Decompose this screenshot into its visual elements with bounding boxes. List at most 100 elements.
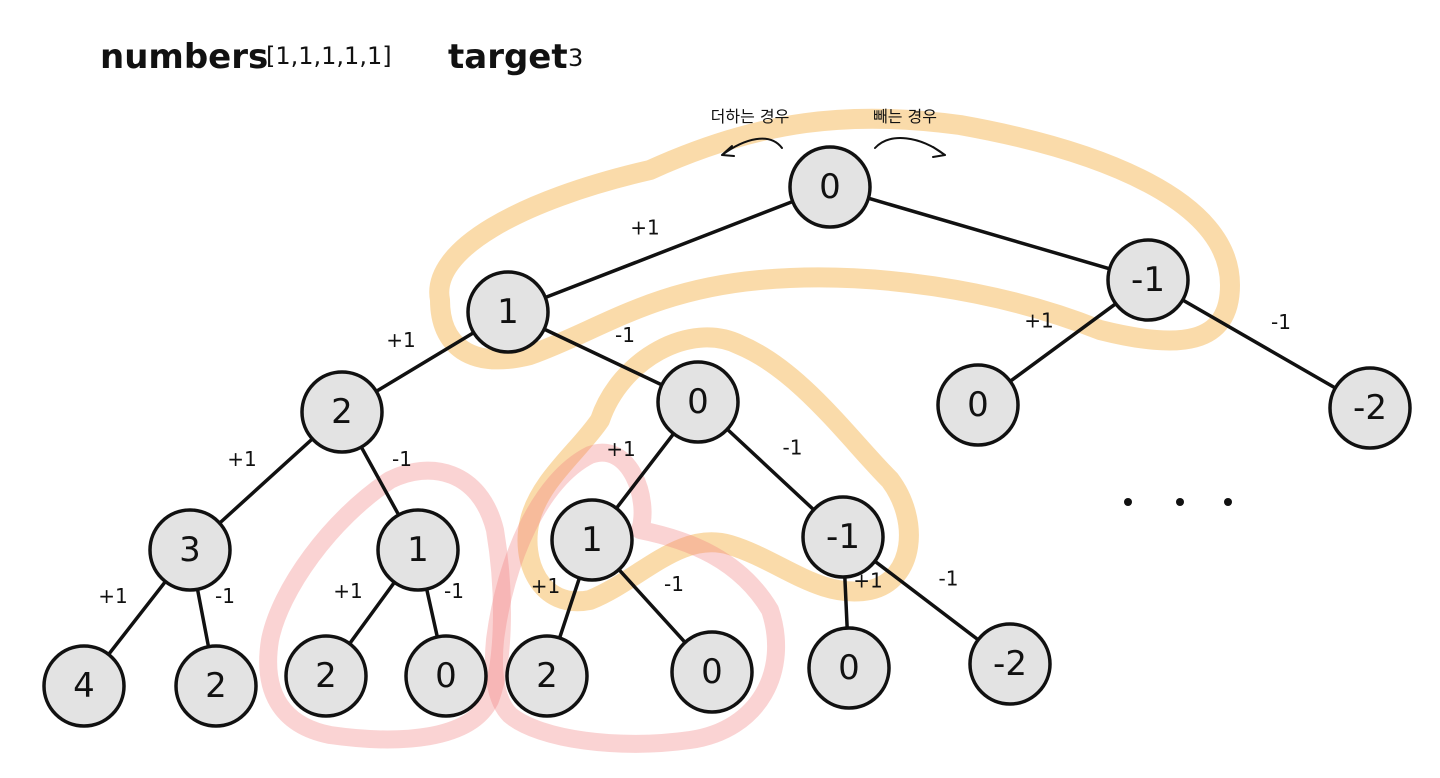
node-value: 2 <box>205 666 227 706</box>
node-circle <box>788 145 872 229</box>
edge-l3_b-l4_d <box>424 587 440 639</box>
edge-l1_minus-l2_d <box>1180 298 1338 390</box>
add-case-label: 더하는 경우 <box>711 107 790 126</box>
node-circle <box>284 634 368 718</box>
node-circle <box>466 270 550 354</box>
highlight-orange-mid <box>517 327 919 612</box>
edge-l2_a-l3_b <box>359 445 401 517</box>
edge-l2_b-l3_d <box>725 427 816 512</box>
highlight-red-right <box>484 443 786 753</box>
title-bar: numbers [1,1,1,1,1] target 3 <box>100 37 583 77</box>
edge-label: -1 <box>215 584 235 608</box>
numbers-value: [1,1,1,1,1] <box>266 42 392 70</box>
tree-node: 2 <box>174 644 258 728</box>
node-circle <box>968 622 1052 706</box>
highlight-layer <box>259 108 1240 753</box>
tree-node: 0 <box>404 634 488 718</box>
tree-node: 4 <box>42 644 126 728</box>
node-circle <box>801 495 885 579</box>
node-value: 2 <box>536 656 558 696</box>
node-value: 4 <box>73 666 95 706</box>
edge-l3_b-l4_c <box>347 580 397 646</box>
node-circle <box>404 634 488 718</box>
ellipsis-icon <box>1124 498 1232 506</box>
numbers-label: numbers <box>100 37 268 77</box>
edge-l2_b-l3_c <box>614 431 676 511</box>
node-value: 1 <box>407 530 429 570</box>
edge-label: -1 <box>664 572 684 596</box>
tree-node: 0 <box>788 145 872 229</box>
tree-node: 0 <box>936 363 1020 447</box>
node-circle <box>505 634 589 718</box>
node-value: 1 <box>497 292 519 332</box>
node-circle <box>550 498 634 582</box>
tree-node: -2 <box>1328 366 1412 450</box>
edge-label: +1 <box>98 584 127 608</box>
target-label: target <box>448 37 568 77</box>
edge-label: +1 <box>333 579 362 603</box>
edge-l3_c-l4_f <box>617 567 687 645</box>
node-circle <box>42 644 126 728</box>
subtract-case-label: 빼는 경우 <box>873 107 937 126</box>
arrow-left-icon <box>721 137 783 157</box>
node-value: 0 <box>435 656 457 696</box>
edge-l3_a-l4_a <box>106 579 168 657</box>
tree-node: 2 <box>505 634 589 718</box>
tree-node: 1 <box>550 498 634 582</box>
node-circle <box>174 644 258 728</box>
tree-node: 1 <box>466 270 550 354</box>
tree-node: -2 <box>968 622 1052 706</box>
node-circle <box>936 363 1020 447</box>
edge-l1_plus-l2_b <box>542 327 664 387</box>
node-value: 0 <box>838 648 860 688</box>
tree-node: -1 <box>1106 238 1190 322</box>
edges-layer <box>106 196 1338 657</box>
edge-l1_plus-l2_a <box>374 330 476 394</box>
node-value: -1 <box>826 517 860 557</box>
node-value: 0 <box>819 167 841 207</box>
edge-label: -1 <box>939 567 959 591</box>
edge-labels-layer: +1+1-1+1-1+1-1+1-1+1-1+1-1+1-1+1-1 <box>98 216 1291 609</box>
edge-l3_a-l4_b <box>195 587 211 649</box>
node-circle <box>148 508 232 592</box>
node-circle <box>1328 366 1412 450</box>
node-circle <box>807 626 891 710</box>
edge-label: +1 <box>227 447 256 471</box>
tree-node: 0 <box>807 626 891 710</box>
node-value: -2 <box>993 644 1027 684</box>
highlight-red-left <box>259 461 511 749</box>
node-circle <box>376 508 460 592</box>
edge-label: -1 <box>1271 310 1291 334</box>
node-value: 0 <box>687 382 709 422</box>
edge-l3_c-l4_e <box>557 576 582 640</box>
edge-label: +1 <box>1024 309 1053 333</box>
edge-label: -1 <box>444 579 464 603</box>
edge-label: -1 <box>392 447 412 471</box>
edge-label: +1 <box>630 216 659 240</box>
tree-node: 1 <box>376 508 460 592</box>
edge-label: -1 <box>783 436 803 460</box>
edge-l1_minus-l2_c <box>1008 301 1118 384</box>
node-value: -1 <box>1131 260 1165 300</box>
node-circle <box>656 360 740 444</box>
annotations: 더하는 경우 빼는 경우 <box>711 107 946 158</box>
tree-node: 0 <box>670 630 754 714</box>
edge-root-l1_plus <box>543 199 795 300</box>
edge-label: +1 <box>606 437 635 461</box>
edge-l3_d-l4_g <box>843 575 849 630</box>
node-value: 1 <box>581 520 603 560</box>
node-value: -2 <box>1353 388 1387 428</box>
nodes-layer: 0 1 -1 2 0 0 -2 3 1 1 -1 4 2 2 0 2 0 0 -2 <box>42 145 1412 728</box>
edge-l2_a-l3_a <box>217 437 315 525</box>
node-circle <box>1106 238 1190 322</box>
node-circle <box>300 370 384 454</box>
node-value: 2 <box>331 392 353 432</box>
edge-l3_d-l4_h <box>873 559 980 642</box>
edge-label: +1 <box>531 574 560 598</box>
arrow-right-icon <box>874 137 946 158</box>
tree-node: 2 <box>284 634 368 718</box>
tree-node: 3 <box>148 508 232 592</box>
node-circle <box>670 630 754 714</box>
tree-node: -1 <box>801 495 885 579</box>
